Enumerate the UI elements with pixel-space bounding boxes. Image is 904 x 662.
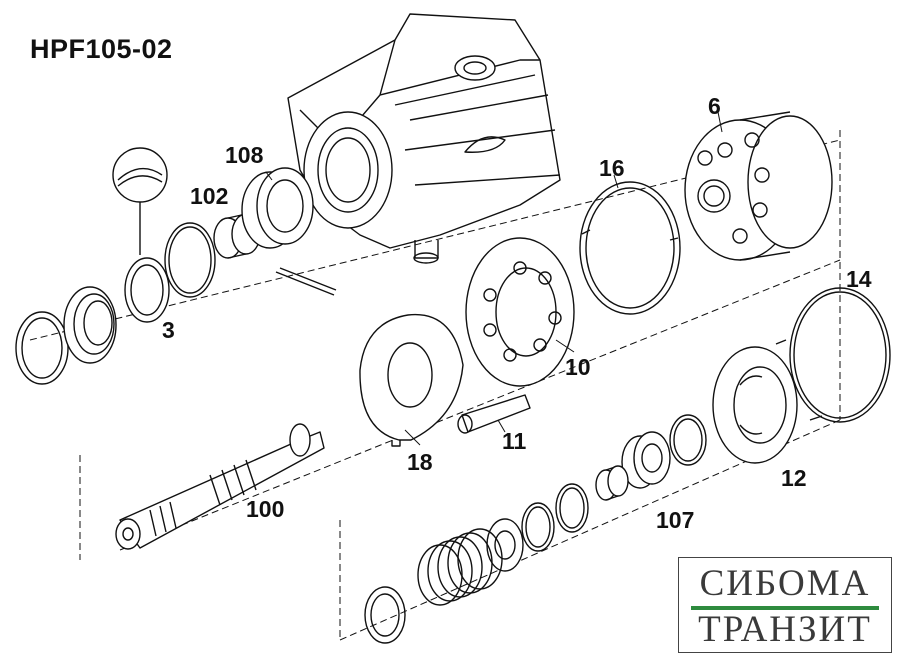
callout-102: 102: [190, 183, 229, 209]
washer-lower: [521, 502, 555, 552]
callout-18: 18: [407, 449, 433, 475]
cylinder-block-6: [684, 111, 833, 261]
drive-shaft-100: [115, 423, 325, 550]
callout-14: 14: [846, 266, 872, 292]
callout-108: 108: [225, 142, 264, 168]
callout-10: 10: [565, 354, 591, 380]
callout-12: 12: [781, 465, 807, 491]
seal-detail-callout: [112, 147, 168, 255]
seal-ring-3: [124, 257, 170, 323]
logo-line-1: СИБОМА: [699, 563, 871, 604]
bushing-lower: [595, 465, 629, 501]
shaft-seal: [63, 286, 117, 364]
leader-lines: [265, 111, 723, 446]
callout-6: 6: [708, 93, 721, 119]
retainer-ring-16: [579, 181, 681, 315]
swash-plate-18: [359, 313, 464, 447]
o-ring-14: [789, 287, 891, 423]
callout-100: 100: [246, 496, 285, 522]
company-logo: СИБОМА ТРАНЗИТ: [678, 557, 892, 653]
callout-11: 11: [502, 428, 527, 454]
pump-housing: [287, 13, 561, 264]
snap-ring: [15, 311, 69, 385]
pin: [275, 267, 337, 296]
callout-107: 107: [656, 507, 695, 533]
end-washer: [364, 586, 406, 644]
diagram-title: HPF105-02: [30, 34, 173, 64]
snap-ring-lower: [555, 483, 589, 533]
spring: [417, 528, 503, 606]
piston-11: [457, 394, 531, 434]
spring-seat: [486, 518, 524, 572]
end-plate-12: [712, 339, 823, 464]
o-ring-small: [164, 222, 216, 298]
callout-16: 16: [599, 155, 625, 181]
bearing-108: [241, 167, 314, 249]
bearing-107: [621, 431, 671, 489]
callout-3: 3: [162, 317, 175, 343]
o-ring-lower: [669, 414, 707, 466]
logo-divider: [691, 606, 879, 610]
valve-plate-10: [465, 237, 575, 387]
logo-line-2: ТРАНЗИТ: [698, 609, 872, 650]
